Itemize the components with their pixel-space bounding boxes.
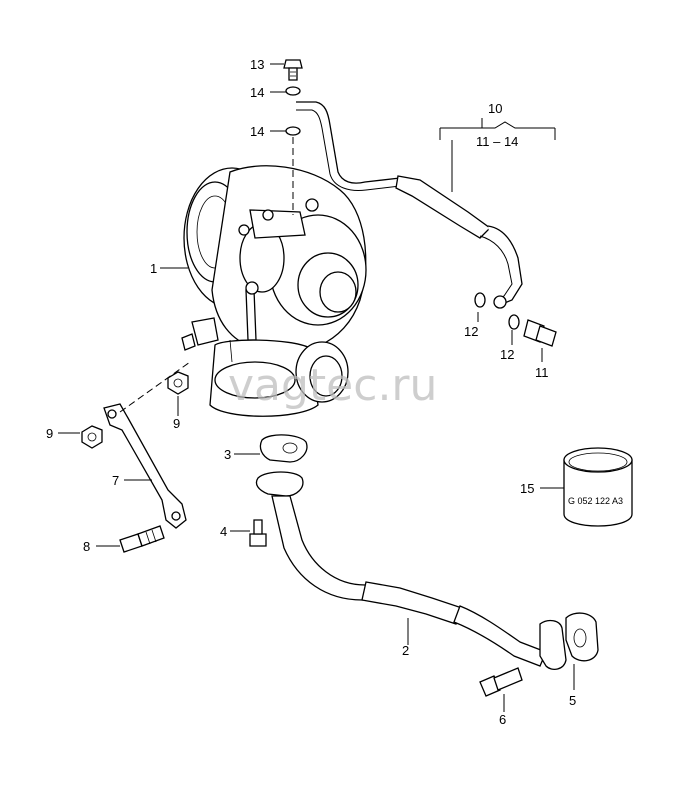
watermark: vagtec.ru	[228, 360, 437, 411]
callout-1: 1	[150, 261, 157, 276]
stud-8	[119, 525, 165, 553]
callout-2: 2	[402, 643, 409, 658]
washer-14-upper	[285, 86, 301, 96]
sleeve-marking: G 052 122 A3	[568, 496, 623, 506]
callout-5: 5	[569, 693, 576, 708]
washer-12-left	[474, 292, 486, 308]
gasket-3	[259, 434, 308, 463]
callout-11: 11	[535, 365, 549, 380]
bracket-7	[103, 403, 187, 529]
nut-9-right	[167, 371, 189, 395]
callouts: 1 2 3 4 5 6 7 8 9 9 10 11 – 14 11 12 12 …	[46, 57, 576, 727]
callout-10: 10	[488, 101, 502, 116]
callout-12-right: 12	[500, 347, 514, 362]
washer-14-lower	[285, 126, 301, 136]
callout-8: 8	[83, 539, 90, 554]
turbocharger	[181, 165, 367, 417]
oil-return-line	[255, 471, 567, 671]
bolt-4	[249, 519, 267, 547]
callout-6: 6	[499, 712, 506, 727]
callout-9-right: 9	[173, 416, 180, 431]
callout-15: 15	[520, 481, 534, 496]
gasket-5	[565, 612, 599, 662]
nut-9-left	[81, 425, 103, 449]
callout-9-left: 9	[46, 426, 53, 441]
callout-3: 3	[224, 447, 231, 462]
callout-4: 4	[220, 524, 227, 539]
callout-7: 7	[112, 473, 119, 488]
callout-13: 13	[250, 57, 264, 72]
callout-12-left: 12	[464, 324, 478, 339]
washer-12-right	[508, 314, 520, 330]
bolt-13	[283, 59, 303, 81]
oil-supply-line	[296, 101, 523, 309]
callout-10-range: 11 – 14	[476, 134, 518, 149]
leader-lines	[58, 63, 575, 712]
sleeve-15: G 052 122 A3	[563, 447, 633, 527]
callout-14-upper: 14	[250, 85, 264, 100]
callout-14-lower: 14	[250, 124, 264, 139]
assembly-line-7	[119, 361, 191, 413]
bolt-11	[523, 319, 557, 347]
bolt-6	[479, 667, 523, 697]
